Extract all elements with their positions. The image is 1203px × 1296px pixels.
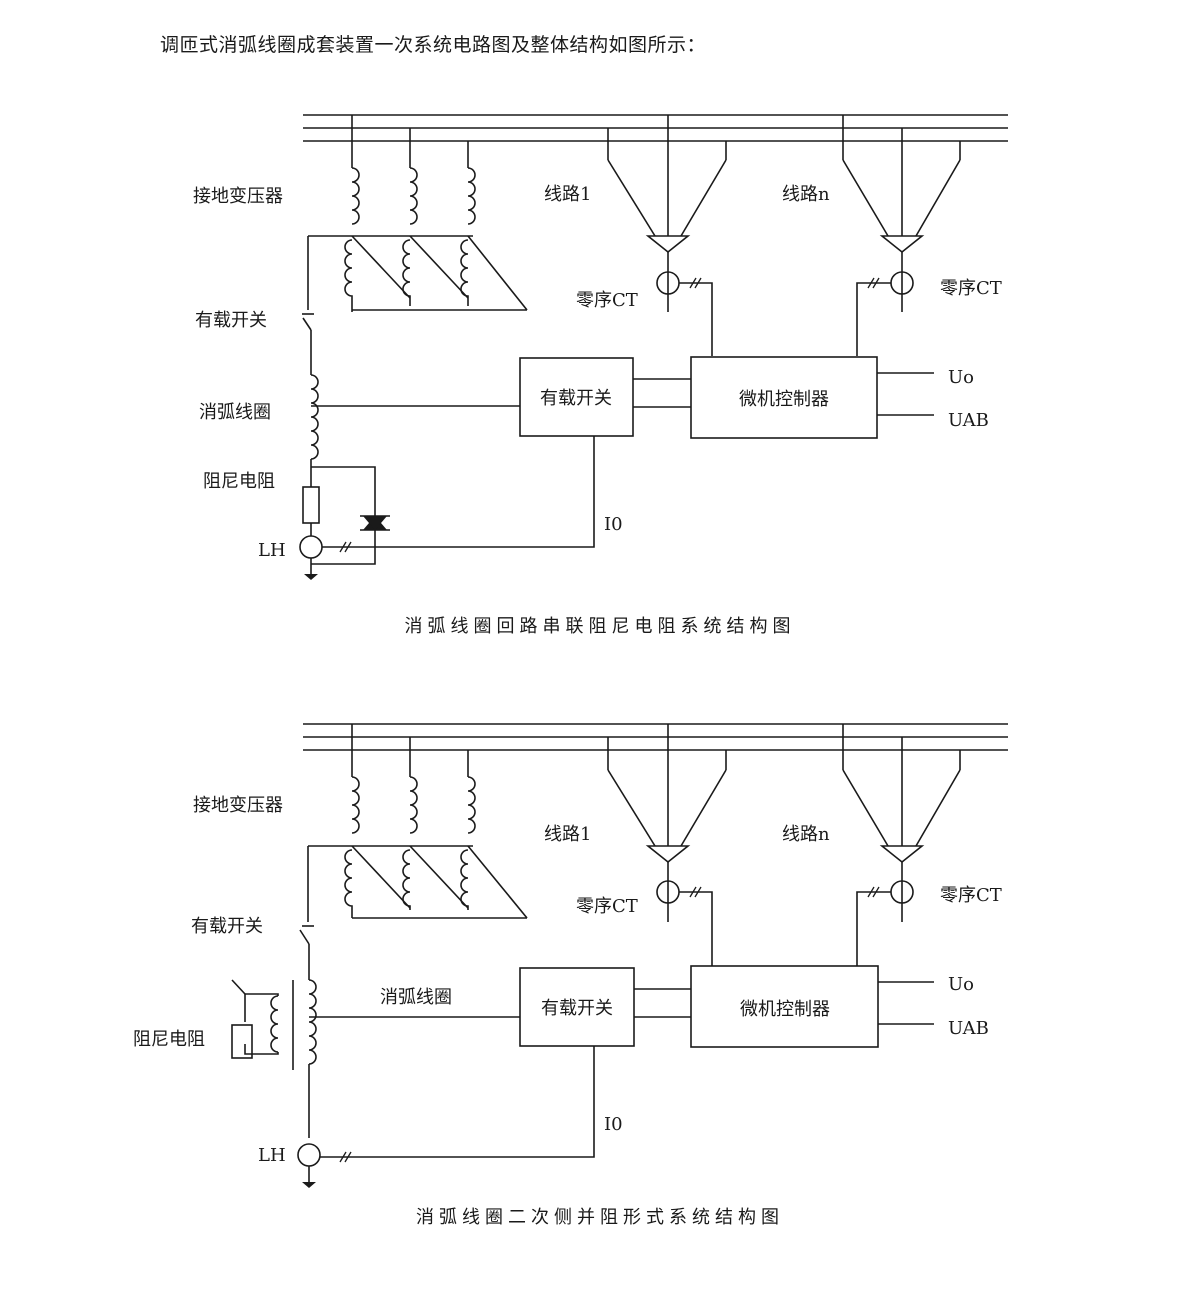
page-title: 调匝式消弧线圈成套装置一次系统电路图及整体结构如图所示： [160,34,707,56]
label-uab: UAB [948,410,989,431]
switch-box [519,967,635,1047]
label-damping-resistor: 阻尼电阻 [203,471,275,492]
label-u0: Uo [948,367,974,388]
arc-coil-branch [299,236,595,580]
label-uab: UAB [948,1018,989,1039]
controller-box [690,965,879,1048]
feeder-line-1 [607,724,727,922]
zero-seq-ct-left-icon [656,880,713,966]
diagram-series-damping: 接地变压器 线路1 线路n 零序CT 零序CT 有载开关 消弧线圈 阻尼电阻 L… [193,114,1008,637]
feeder-line-n [842,115,961,312]
controller-box [690,356,878,439]
label-on-load-switch: 有载开关 [195,310,267,331]
label-lh: LH [258,1145,286,1166]
label-grounding-transformer: 接地变压器 [193,186,283,207]
label-zero-seq-ct-right: 零序CT [940,278,1002,299]
feeder-line-n [842,724,961,922]
ground-icon [304,574,318,580]
label-line-1: 线路1 [544,184,591,205]
zero-seq-ct-left-icon [656,271,713,356]
arc-coil-branch [231,846,595,1188]
busbars [303,723,1008,751]
switch-box-label: 有载开关 [540,388,612,409]
zero-seq-ct-right-icon [856,271,914,356]
caption-diagram-1: 消弧线圈回路串联阻尼电阻系统结构图 [405,616,796,637]
busbars [303,114,1008,142]
damping-resistor-icon [302,486,320,524]
label-damping-resistor: 阻尼电阻 [133,1029,205,1050]
label-grounding-transformer: 接地变压器 [193,795,283,816]
label-arc-coil: 消弧线圈 [380,987,452,1008]
label-i0: I0 [604,514,623,535]
caption-diagram-2: 消弧线圈二次侧并阻形式系统结构图 [416,1207,784,1228]
controller-box-label: 微机控制器 [739,389,829,410]
label-line-1: 线路1 [544,824,591,845]
switch-box-label: 有载开关 [541,998,613,1019]
diagram-secondary-parallel-damping: 接地变压器 线路1 线路n 零序CT 零序CT 有载开关 消弧线圈 阻尼电阻 L… [133,723,1008,1228]
label-zero-seq-ct-left: 零序CT [576,896,638,917]
label-i0: I0 [604,1114,623,1135]
label-line-n: 线路n [782,824,830,845]
label-arc-coil: 消弧线圈 [199,402,271,423]
switch-box [519,357,634,437]
label-on-load-switch: 有载开关 [191,916,263,937]
lh-ct-icon [299,535,323,559]
controller-box-label: 微机控制器 [740,999,830,1020]
ground-icon [302,1182,316,1188]
feeder-line-1 [607,115,727,312]
lh-ct-icon [297,1143,321,1167]
label-zero-seq-ct-left: 零序CT [576,290,638,311]
label-u0: Uo [948,974,974,995]
grounding-transformer [308,724,528,919]
grounding-transformer [308,115,528,312]
damping-resistor-icon [231,1024,253,1059]
label-lh: LH [258,540,286,561]
label-zero-seq-ct-right: 零序CT [940,885,1002,906]
label-line-n: 线路n [782,184,830,205]
zero-seq-ct-right-icon [856,880,914,966]
